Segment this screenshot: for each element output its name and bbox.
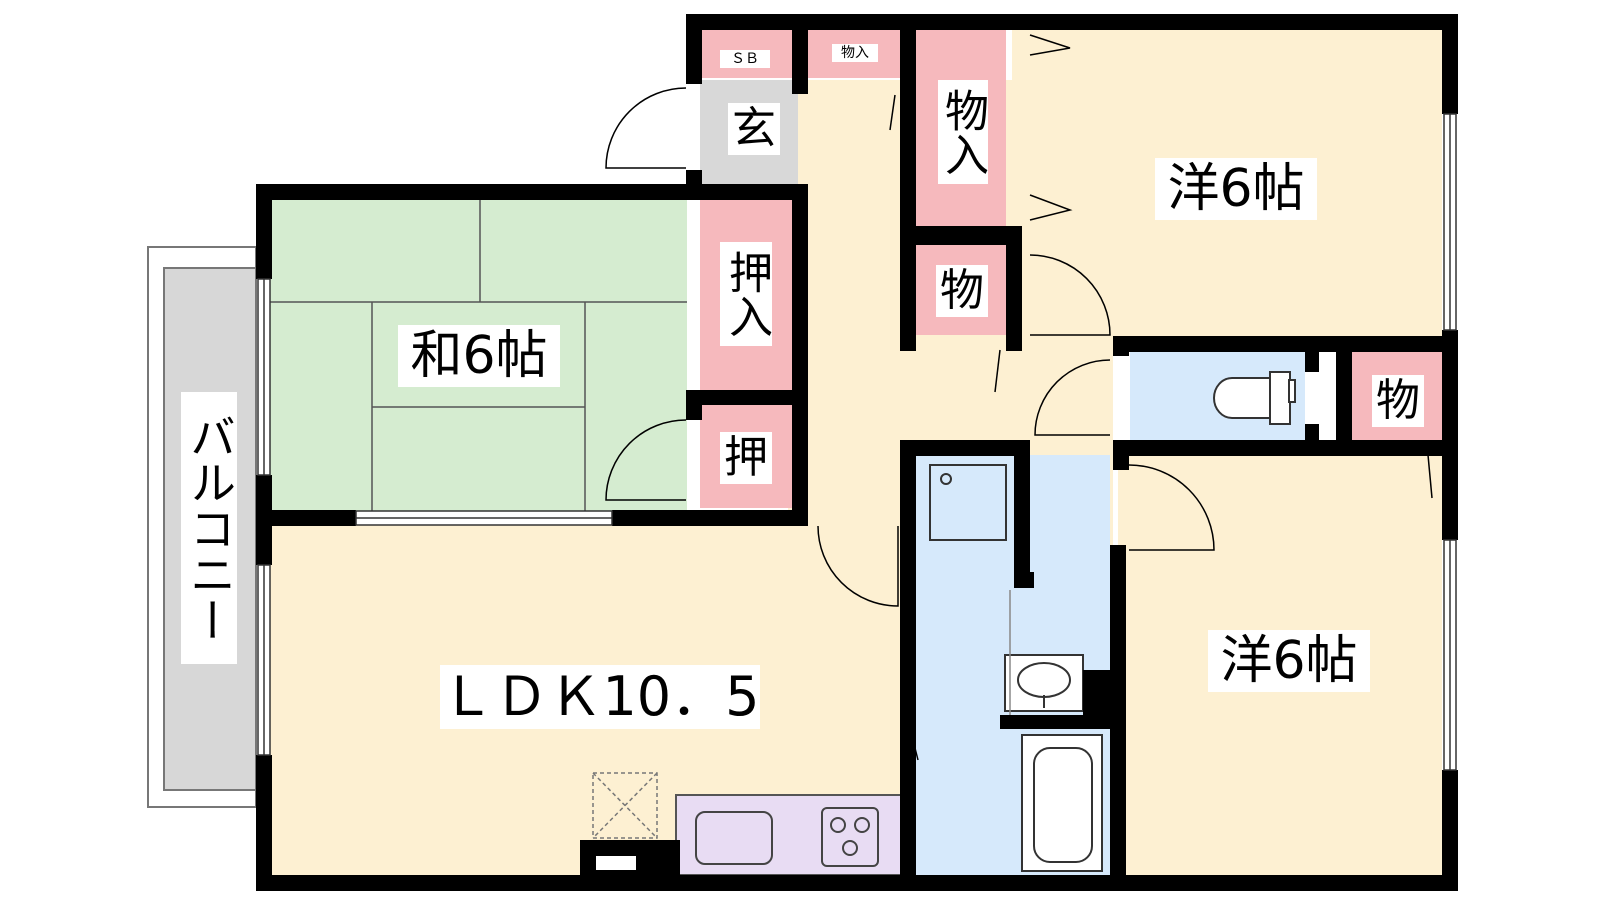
windows — [257, 113, 1457, 771]
closet-small-label: 押 — [720, 432, 772, 484]
western-room-north-label: 洋6帖 — [1155, 158, 1317, 220]
bathtub-icon — [1021, 734, 1103, 872]
kitchen-sink — [695, 811, 773, 865]
ldk-label: ＬＤＫ10．5 — [440, 665, 760, 729]
storage-tall-label: 物入 — [937, 80, 988, 184]
storage-right-label: 物 — [1372, 375, 1424, 427]
washing-machine-space — [929, 464, 1007, 541]
kitchen-vent — [596, 856, 636, 870]
tatami-lines — [262, 200, 687, 515]
western-room-south-label: 洋6帖 — [1208, 630, 1370, 692]
storage-small-top-label: 物入 — [832, 44, 878, 62]
stove-burners-icon — [821, 807, 879, 867]
closet-tall-label: 押入 — [720, 242, 772, 346]
shoe-box-label: ＳＢ — [720, 50, 770, 68]
balcony-area — [147, 246, 257, 808]
washbasin-icon — [1004, 654, 1084, 712]
toilet-icon — [1213, 371, 1296, 425]
entrance-label: 玄 — [728, 103, 780, 155]
doors — [605, 34, 1433, 761]
balcony-label: バルコニー — [181, 392, 237, 664]
walls — [256, 14, 1458, 891]
japanese-room-label: 和6帖 — [398, 325, 560, 387]
storage-mid-label: 物 — [936, 265, 988, 317]
fridge-space — [592, 772, 658, 839]
